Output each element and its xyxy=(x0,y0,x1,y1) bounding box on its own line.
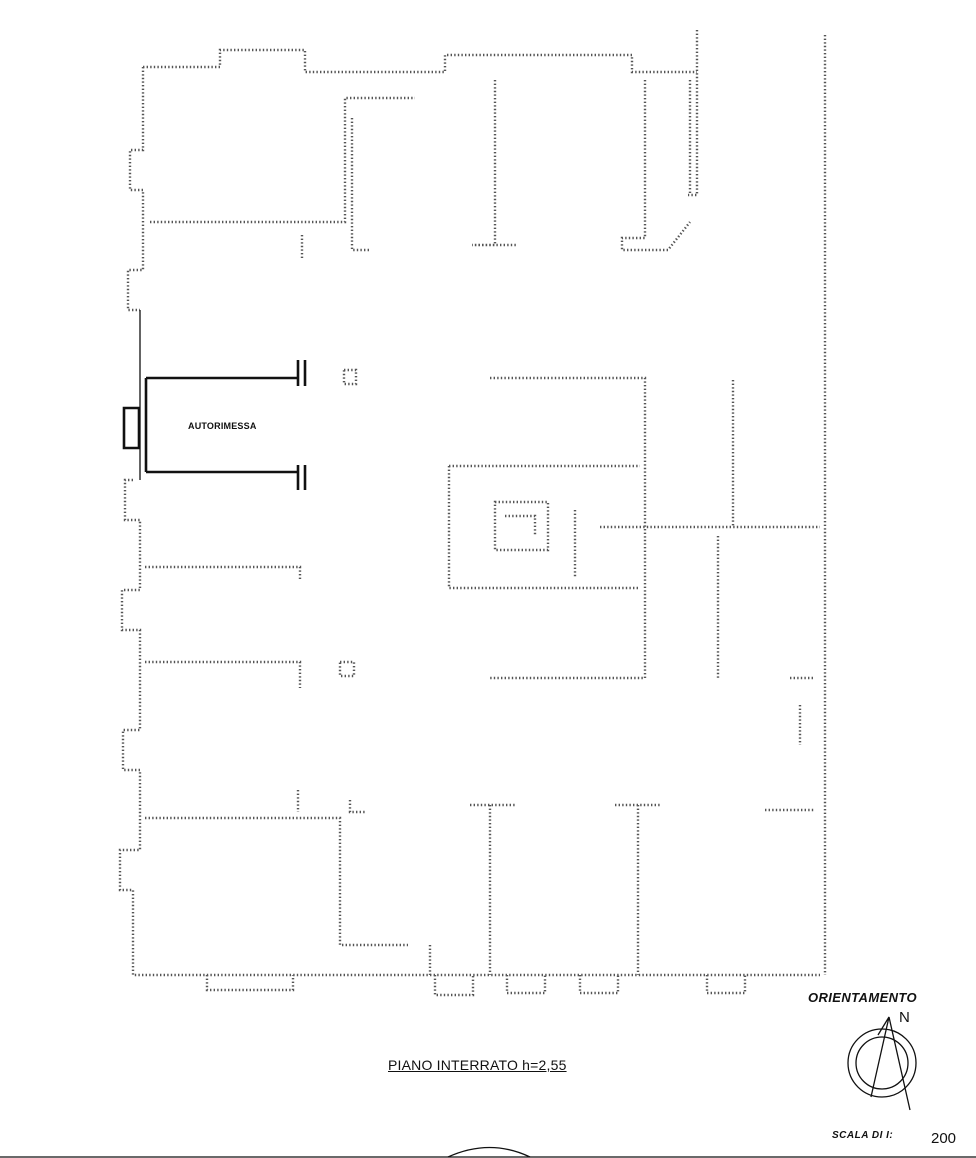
scale-label: SCALA DI I: xyxy=(832,1130,894,1141)
compass-icon xyxy=(847,1016,917,1111)
room-label-garage: AUTORIMESSA xyxy=(188,421,257,431)
interior-walls xyxy=(145,80,820,975)
orientation-label: ORIENTAMENTO xyxy=(808,990,918,1005)
north-letter: N xyxy=(899,1009,910,1026)
garage-room xyxy=(122,310,307,490)
scale-value: 200 xyxy=(931,1130,957,1147)
page-bottom-edge xyxy=(0,1146,976,1158)
plan-title: PIANO INTERRATO h=2,55 xyxy=(388,1057,567,1073)
outer-walls xyxy=(118,30,827,997)
